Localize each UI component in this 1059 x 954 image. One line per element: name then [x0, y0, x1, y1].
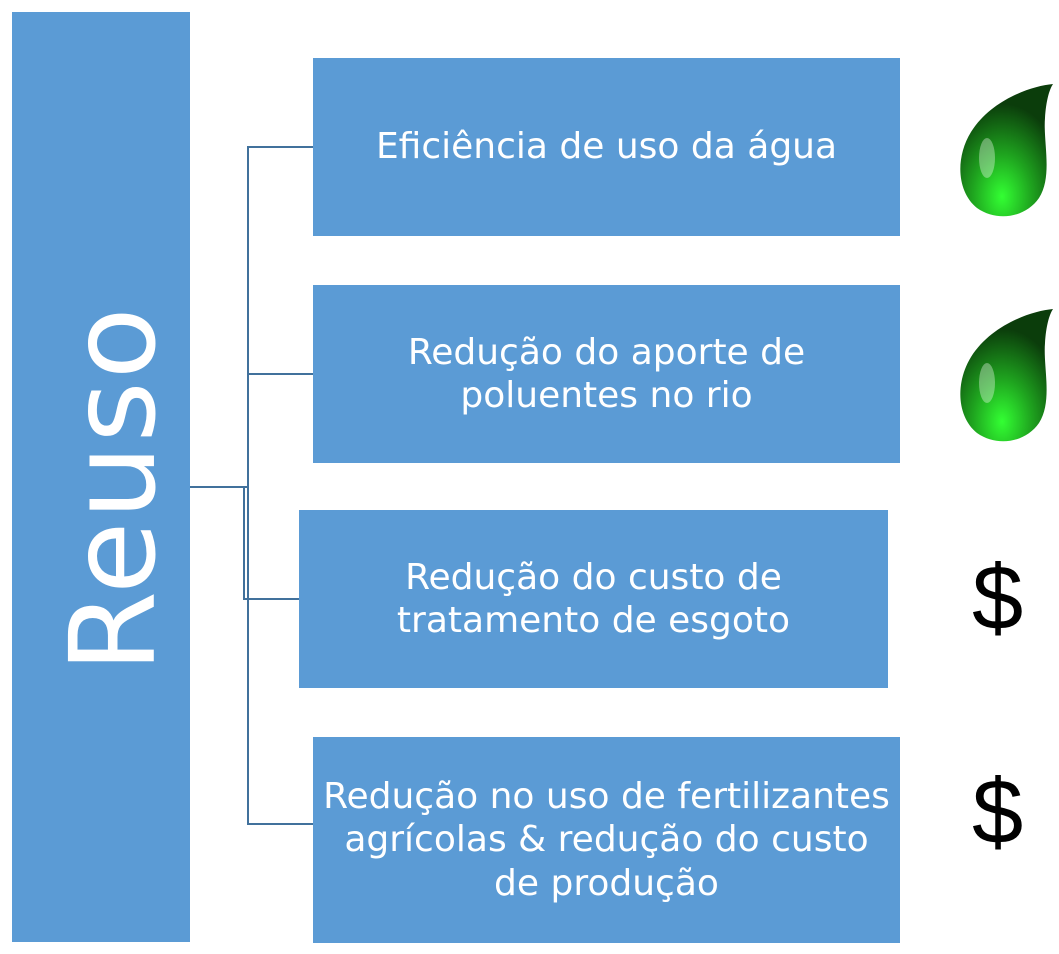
dollar-icon: $ — [972, 761, 1024, 863]
green-drop-icon — [960, 309, 1053, 442]
connector-branch-3 — [243, 487, 299, 600]
branch-treatment-cost: Redução do custo de tratamento de esgoto — [299, 510, 888, 688]
branch-water-efficiency: Eficiência de uso da água — [313, 58, 900, 236]
connector-branch-2 — [247, 373, 313, 487]
dollar-icon: $ — [972, 547, 1024, 649]
branch-label: Redução no uso de fertilizantes agrícola… — [323, 776, 890, 904]
branch-label: Redução do custo de tratamento de esgoto — [396, 556, 791, 641]
branch-label: Redução do aporte de poluentes no rio — [407, 331, 806, 416]
green-drop-icon — [960, 84, 1053, 217]
branch-label: Eficiência de uso da água — [375, 126, 838, 168]
branch-fertilizer-reduction: Redução no uso de fertilizantes agrícola… — [313, 737, 900, 943]
connector-branch-4 — [247, 487, 313, 825]
connector-branch-1 — [247, 146, 313, 487]
branch-pollutant-reduction: Redução do aporte de poluentes no rio — [313, 285, 900, 463]
root-node: Reuso — [12, 12, 190, 942]
